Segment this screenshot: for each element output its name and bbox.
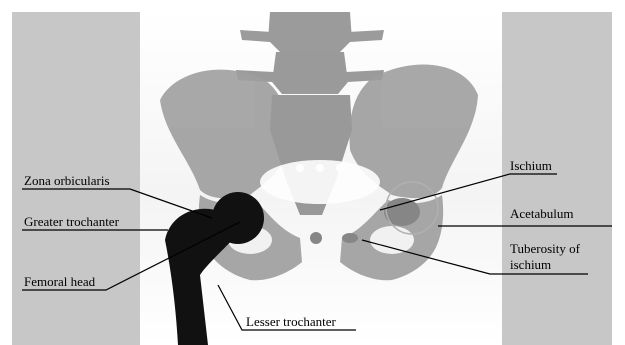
- right-side-panel: [502, 12, 612, 345]
- label-tuberosity-line1: Tuberosity of: [510, 241, 581, 256]
- label-ischium: Ischium: [510, 158, 552, 173]
- label-tuberosity-line2: ischium: [510, 257, 551, 272]
- label-lesser-trochanter: Lesser trochanter: [246, 314, 337, 329]
- label-acetabulum: Acetabulum: [510, 206, 574, 221]
- label-femoral-head: Femoral head: [24, 274, 96, 289]
- label-zona-orbicularis: Zona orbicularis: [24, 173, 110, 188]
- label-greater-trochanter: Greater trochanter: [24, 214, 120, 229]
